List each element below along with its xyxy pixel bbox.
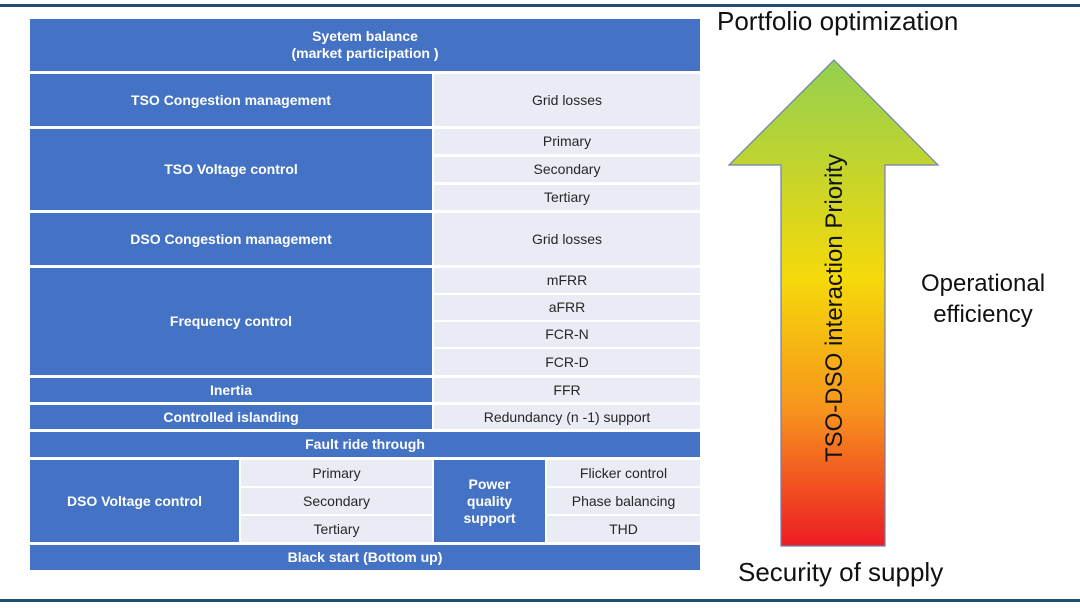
dso-voltage-item: Secondary — [241, 488, 432, 514]
islanding-cell: Controlled islanding — [30, 405, 432, 429]
top-border-rule — [0, 4, 1080, 7]
tso-voltage-item: Primary — [434, 129, 700, 154]
operational-efficiency-label: Operational efficiency — [920, 270, 1046, 328]
power-quality-item: Flicker control — [547, 460, 700, 486]
frequency-item: mFRR — [434, 268, 700, 293]
dso-voltage-item: Tertiary — [241, 516, 432, 542]
tso-voltage-item: Secondary — [434, 157, 700, 182]
dso-congestion-item: Grid losses — [434, 213, 700, 265]
inertia-item: FFR — [434, 378, 700, 402]
inertia-cell: Inertia — [30, 378, 432, 402]
tso-congestion-cell: TSO Congestion management — [30, 74, 432, 126]
black-start-cell: Black start (Bottom up) — [30, 545, 700, 570]
power-quality-cell: Power quality support — [434, 460, 545, 542]
arrow-text: TSO-DSO interaction Priority — [821, 154, 848, 462]
power-quality-item: THD — [547, 516, 700, 542]
dso-congestion-cell: DSO Congestion management — [30, 213, 432, 265]
tso-voltage-cell: TSO Voltage control — [30, 129, 432, 210]
frequency-item: FCR-D — [434, 349, 700, 375]
frequency-item: aFRR — [434, 295, 700, 320]
dso-voltage-cell: DSO Voltage control — [30, 460, 239, 542]
fault-ride-through-cell: Fault ride through — [30, 432, 700, 457]
tso-congestion-item: Grid losses — [434, 74, 700, 126]
arrow-shape — [727, 59, 940, 547]
portfolio-optimization-label: Portfolio optimization — [717, 6, 959, 36]
dso-voltage-item: Primary — [241, 460, 432, 486]
islanding-item: Redundancy (n -1) support — [434, 405, 700, 429]
security-of-supply-label: Security of supply — [738, 557, 944, 587]
power-quality-item: Phase balancing — [547, 488, 700, 514]
frequency-control-cell: Frequency control — [30, 268, 432, 375]
system-balance-cell: Syetem balance (market participation ) — [30, 19, 700, 71]
tso-voltage-item: Tertiary — [434, 185, 700, 210]
frequency-item: FCR-N — [434, 322, 700, 347]
bottom-border-rule — [0, 599, 1080, 602]
